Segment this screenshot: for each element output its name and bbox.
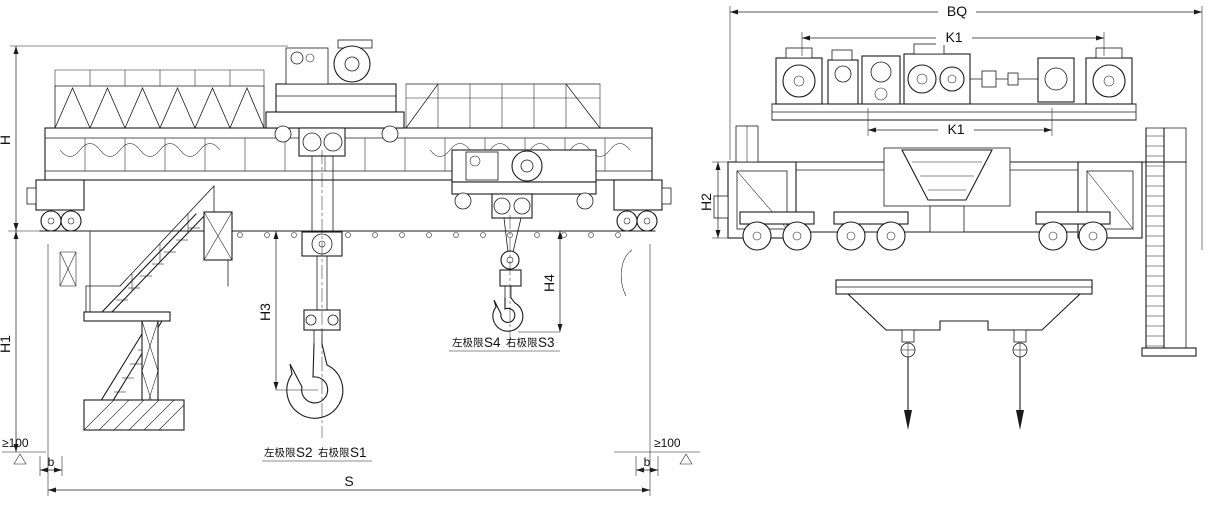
main-hook-assembly (286, 155, 344, 419)
main-hook-limit-labels: 左极限 S2 右极限 S1 (262, 445, 372, 462)
dim-H2: H2 (698, 193, 714, 211)
dim-S: S (344, 473, 353, 489)
bridge-cross-section (713, 125, 1187, 239)
datum-triangle-left (13, 453, 27, 465)
aux-hook-limit-labels: 左极限 S4 右极限 S3 (449, 335, 560, 352)
dim-b-left: b (48, 455, 55, 469)
festoon-trolley-dots (237, 232, 621, 238)
datum-triangle-right (679, 453, 693, 465)
dim-b-right: b (644, 455, 651, 469)
main-limit-right-value: S1 (350, 445, 367, 460)
dim-H4: H4 (541, 274, 557, 292)
main-limit-left-label: 左极限 (264, 446, 296, 459)
aux-limit-right-value: S3 (538, 335, 555, 350)
front-view-dimensions: H H1 H3 H4 S b b ≥100 ≥100 左极限 S4 右极限 S3… (0, 45, 700, 496)
dim-H: H (0, 135, 13, 145)
dim-min-clearance-left: ≥100 (2, 436, 29, 450)
aux-hoist-trolley (451, 149, 597, 219)
end-carriage-left (26, 179, 85, 287)
dim-H3: H3 (257, 303, 273, 321)
trolley-end-view (771, 43, 1137, 121)
main-limit-right-label: 右极限 (318, 446, 350, 459)
aux-limit-left-label: 左极限 (452, 336, 484, 349)
dim-min-clearance-right: ≥100 (654, 436, 681, 450)
end-truck-wheels (739, 211, 1111, 251)
lifting-beam (835, 279, 1093, 430)
aux-hook-assembly (492, 217, 524, 332)
dim-BQ: BQ (947, 3, 967, 19)
end-carriage-right (613, 179, 672, 297)
side-view-dimensions: BQ K1 K1 H2 (698, 3, 1203, 250)
access-ladder-right (1141, 127, 1197, 357)
access-stair-platform (83, 185, 233, 431)
main-hoist-trolley (265, 39, 405, 157)
side-view: BQ K1 K1 H2 (698, 3, 1203, 430)
aux-limit-left-value: S4 (484, 335, 501, 350)
front-view: H H1 H3 H4 S b b ≥100 ≥100 左极限 S4 右极限 S3… (0, 39, 700, 496)
stair-treads-upper (116, 227, 200, 301)
dim-H1: H1 (0, 335, 13, 353)
runway-rail-line (39, 230, 656, 238)
walkway-truss-left (54, 69, 265, 130)
dim-K1-trolley: K1 (945, 29, 962, 45)
hanger-rod-right (1012, 329, 1028, 430)
platform-hatch (83, 399, 185, 431)
aux-limit-right-label: 右极限 (506, 336, 538, 349)
hanger-rod-left (900, 329, 916, 430)
dim-K1-lower: K1 (947, 121, 964, 137)
main-limit-left-value: S2 (296, 445, 313, 460)
walkway-railing-right (405, 83, 601, 129)
